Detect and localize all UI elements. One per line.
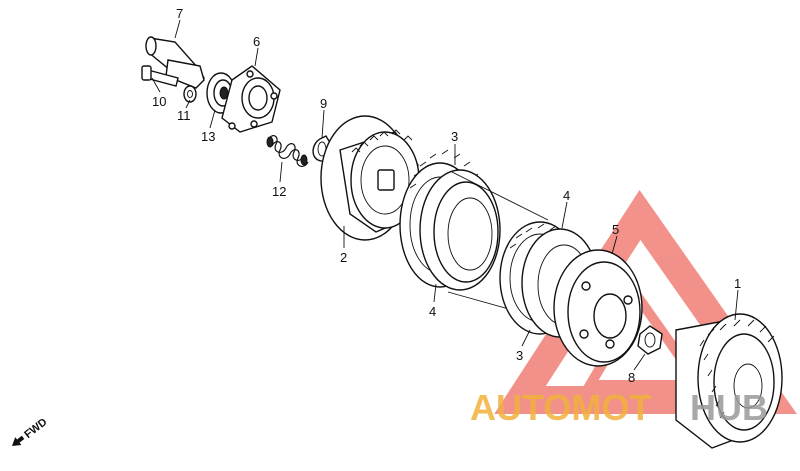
leader-lines — [151, 19, 739, 371]
clutch-center-part — [553, 249, 643, 367]
callout-labels: 7 6 10 11 13 9 12 3 2 4 4 5 1 3 8 — [152, 6, 741, 385]
callout-2: 2 — [340, 250, 347, 265]
callout-6: 6 — [253, 34, 260, 49]
clutch-plate-part — [419, 169, 501, 291]
callout-7: 7 — [176, 6, 183, 21]
callout-12: 12 — [272, 184, 286, 199]
callout-13: 13 — [201, 129, 215, 144]
clutch-springs-part — [266, 135, 309, 167]
fwd-label: FWD — [22, 416, 49, 441]
callout-4-upper: 4 — [563, 188, 570, 203]
watermark-text: AUTOMOT HUB — [470, 387, 768, 428]
watermark-text-right: HUB — [690, 387, 768, 428]
callout-9: 9 — [320, 96, 327, 111]
bolt-part — [141, 65, 179, 87]
lifter-plate-part — [221, 65, 281, 133]
callout-3-upper: 3 — [451, 129, 458, 144]
forward-direction-indicator: FWD — [12, 416, 49, 446]
callout-8: 8 — [628, 370, 635, 385]
shaft-pin-part — [145, 36, 205, 89]
forward-arrow-icon — [12, 435, 25, 446]
lock-washer-part — [637, 325, 663, 355]
callout-4-lower: 4 — [429, 304, 436, 319]
callout-1: 1 — [734, 276, 741, 291]
washer-part — [183, 85, 197, 103]
callout-10: 10 — [152, 94, 166, 109]
callout-11: 11 — [177, 108, 191, 123]
clutch-outer-part — [675, 313, 783, 449]
callout-3-lower: 3 — [516, 348, 523, 363]
callout-5: 5 — [612, 222, 619, 237]
watermark-text-left: AUTOMOT — [470, 387, 651, 428]
stack-outline-upper — [451, 171, 549, 221]
